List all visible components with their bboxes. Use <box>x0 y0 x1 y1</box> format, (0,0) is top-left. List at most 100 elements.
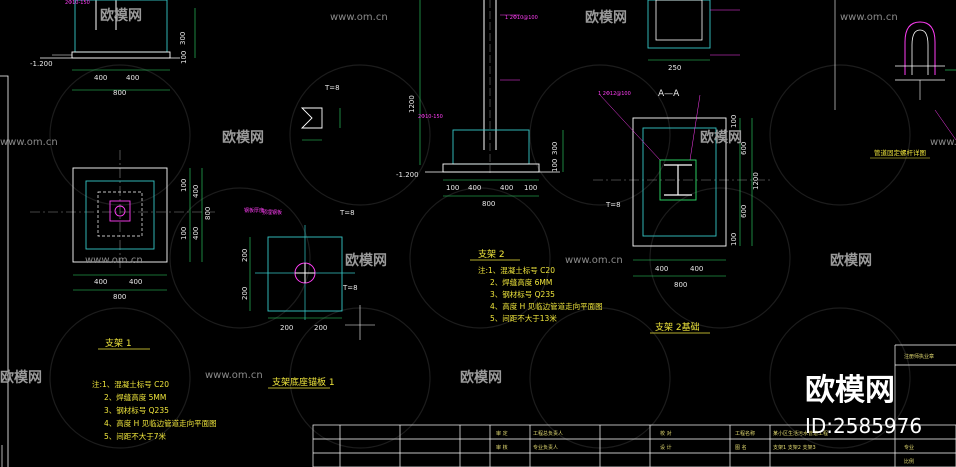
s2-level: -1.200 <box>396 171 419 179</box>
wm-site-7: www.om.cn <box>930 137 956 148</box>
tb-r1c7: 工程名称 <box>735 430 755 437</box>
bp1-dim-200c: 200 <box>241 249 249 262</box>
aa-dim-800: 800 <box>674 281 687 289</box>
s2-note-5: 5、间距不大于13米 <box>490 313 557 323</box>
s1-note-5: 5、间距不大于7米 <box>104 431 167 441</box>
s1-plan-400a: 400 <box>94 278 107 286</box>
wm-brand-7: 欧模网 <box>0 369 42 386</box>
s2-note-3: 3、钢材标号 Q235 <box>490 289 555 299</box>
bp1-label-plate: 预埋钢板 <box>262 209 282 216</box>
wm-site-6: www.om.cn <box>205 370 263 381</box>
tr-detail-title: 管道固定螺杆详图 <box>874 148 926 157</box>
drawing-border <box>0 75 9 467</box>
support2-elevation <box>419 0 564 197</box>
bp1-t8-small: T=8 <box>324 84 340 92</box>
tb-side-major: 专业 <box>904 444 914 451</box>
support1-plan <box>30 150 215 291</box>
s1-rebar-label: 2Φ10-150 <box>65 0 90 6</box>
s2-note-4: 4、高度 H 见临边管道走向平面图 <box>490 301 603 311</box>
tb-r2c1: 审 核 <box>496 444 508 451</box>
wm-site-5: www.om.cn <box>565 255 623 266</box>
tb-r1c3: 工程总负责人 <box>533 430 563 437</box>
s2-dim-100v: 100 <box>551 159 559 172</box>
support1-title: 支架 1 <box>105 337 132 349</box>
bp1-t8-right: T=8 <box>339 209 355 217</box>
s2-dim-1200: 1200 <box>408 95 416 113</box>
s1-dim-400b: 400 <box>126 74 139 82</box>
aa-rebar-left: 1 2Φ12@100 <box>598 91 631 97</box>
tb-r1c8: 某小区生活污水管道工程 <box>773 430 828 437</box>
tb-header: 注册师执业章 <box>904 353 934 360</box>
section-aa-detail <box>593 94 770 277</box>
base-plate1-detail <box>249 107 375 340</box>
s1-note-2: 2、焊缝高度 5MM <box>104 392 166 402</box>
bp1-t8-bottom: T=8 <box>342 284 358 292</box>
top-right-details <box>647 0 956 141</box>
s2-dim-400a: 400 <box>468 184 481 192</box>
tb-r2c5: 设 计 <box>660 444 672 451</box>
s2-dim-100a: 100 <box>446 184 459 192</box>
s2-dim-100b: 100 <box>524 184 537 192</box>
s1-note-1: 注:1、混凝土标号 C20 <box>92 379 169 389</box>
s1-plan-400d: 400 <box>192 227 200 240</box>
tb-r2c8: 支架1 支架2 支架3 <box>773 444 816 451</box>
s1-plan-800v: 800 <box>204 207 212 220</box>
wm-site-2: www.om.cn <box>330 12 388 23</box>
support2-title: 支架 2 <box>478 248 505 260</box>
tb-r1c1: 审 定 <box>496 430 508 437</box>
bp1-dim-200a: 200 <box>280 324 293 332</box>
s1-plan-400c: 400 <box>192 185 200 198</box>
wm-site-3: www.om.cn <box>0 137 58 148</box>
tb-r2c3: 专业负责人 <box>533 444 558 451</box>
s2-dim-800: 800 <box>482 200 495 208</box>
s1-note-4: 4、高度 H 见临边管道走向平面图 <box>104 418 217 428</box>
bp1-dim-200d: 200 <box>241 287 249 300</box>
tb-r1c5: 校 对 <box>660 430 672 437</box>
aa-t8: T=8 <box>605 201 621 209</box>
wm-brand-3: 欧模网 <box>222 129 264 146</box>
aa-dim-600b: 600 <box>740 205 748 218</box>
s2-rebar-side: 2Φ10-150 <box>418 114 443 120</box>
s1-plan-100b: 100 <box>180 227 188 240</box>
watermark-circles <box>49 64 911 449</box>
tb-r2c7: 图 名 <box>735 444 747 451</box>
wm-brand-1: 欧模网 <box>100 7 142 24</box>
s2-rebar-top: 1 2Φ10@100 <box>505 15 538 21</box>
wm-brand-5: 欧模网 <box>345 252 387 269</box>
s1-plan-400b: 400 <box>129 278 142 286</box>
tb-side-scale: 比例 <box>904 458 914 465</box>
wm-brand-8: 欧模网 <box>460 369 502 386</box>
base-plate1-title: 支架底座锚板 1 <box>272 376 335 388</box>
s2-note-2: 2、焊缝高度 6MM <box>490 277 552 287</box>
wm-site-1: www.om.cn <box>840 12 898 23</box>
wm-brand-4: 欧模网 <box>700 129 742 146</box>
s2-dim-400b: 400 <box>500 184 513 192</box>
s2-dim-300: 300 <box>551 142 559 155</box>
aa-dim-400a: 400 <box>655 265 668 273</box>
support1-elevation <box>40 0 196 91</box>
aa-label: A—A <box>658 89 680 99</box>
tr-dim-250: 250 <box>668 64 681 72</box>
wm-site-4: www.om.cn <box>85 255 143 266</box>
s1-dim-top-1: 300 <box>179 32 187 45</box>
s1-dim-top-2: 100 <box>180 51 188 64</box>
aa-dim-400b: 400 <box>690 265 703 273</box>
wm-id: ID:2585976 <box>805 414 922 438</box>
s1-plan-800: 800 <box>113 293 126 301</box>
wm-brand-6: 欧模网 <box>830 252 872 269</box>
title-block <box>312 344 956 467</box>
s1-dim-400a: 400 <box>94 74 107 82</box>
bp1-dim-200b: 200 <box>314 324 327 332</box>
bp1-label-thickness: 钢板厚度 <box>244 207 264 214</box>
s2-note-1: 注:1、混凝土标号 C20 <box>478 265 555 275</box>
s1-plan-100a: 100 <box>180 179 188 192</box>
wm-brand-big: 欧模网 <box>805 373 895 408</box>
aa-dim-100b: 100 <box>730 233 738 246</box>
aa-dim-1200: 1200 <box>752 172 760 190</box>
wm-brand-2: 欧模网 <box>585 9 627 26</box>
s1-dim-800: 800 <box>113 89 126 97</box>
aa-dim-100a: 100 <box>730 115 738 128</box>
s1-note-3: 3、钢材标号 Q235 <box>104 405 169 415</box>
support2-foundation-title: 支架 2基础 <box>655 321 700 333</box>
